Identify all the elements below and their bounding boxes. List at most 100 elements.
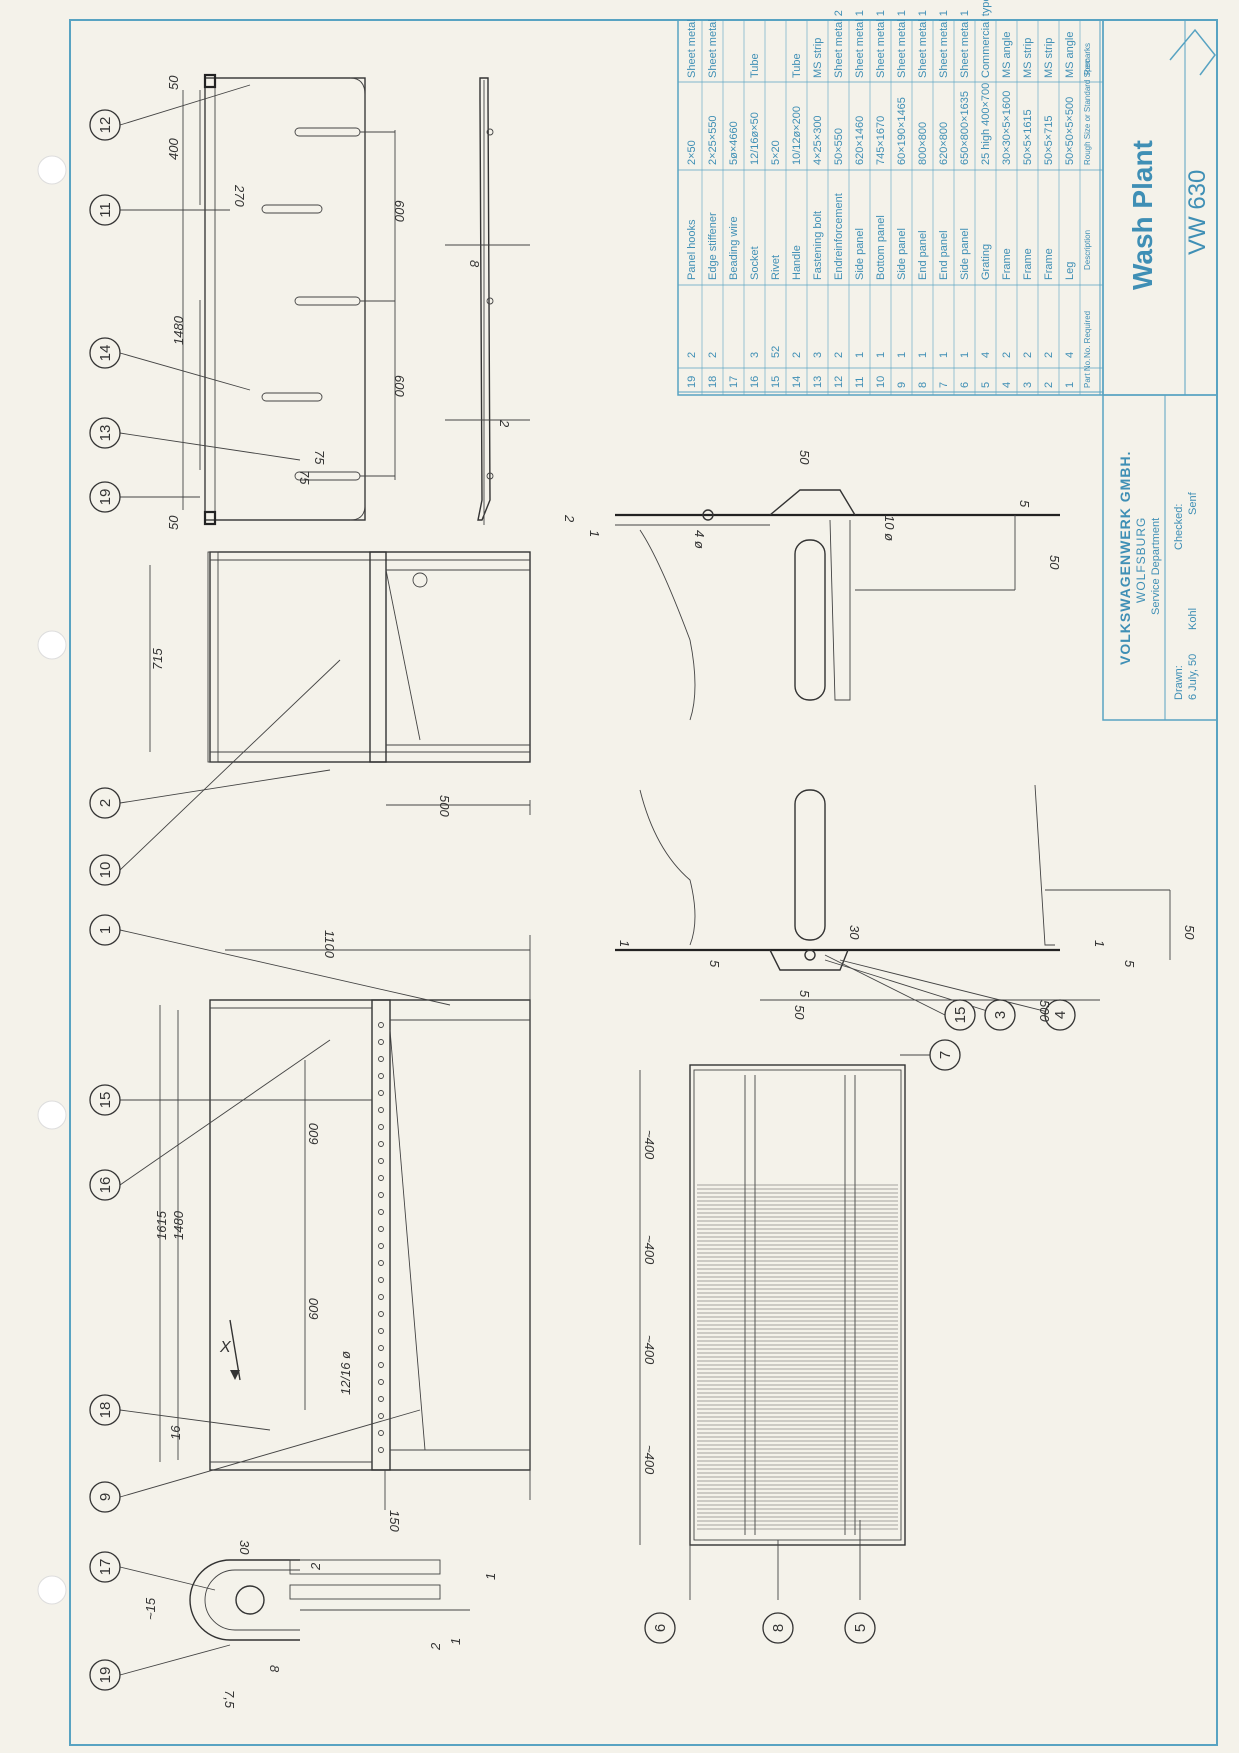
callout-top-label: 10 <box>97 862 114 879</box>
parts-cell-desc: Fastening bolt <box>812 211 824 280</box>
dim-1b: 1 <box>448 1638 463 1645</box>
dim-8b: 8 <box>267 1665 282 1673</box>
rivet <box>378 1362 384 1368</box>
dim-600d: 600 <box>392 375 407 397</box>
company-department: Service Department <box>1150 518 1162 615</box>
callout-bottom-label: 8 <box>770 1624 787 1632</box>
dim-5d: 5 <box>797 990 812 998</box>
rivet <box>378 1107 384 1113</box>
parts-cell-no: 7 <box>938 382 950 388</box>
parts-cell-desc: Rivet <box>770 255 782 280</box>
dim-600a: 600 <box>306 1123 321 1145</box>
parts-cell-no: 9 <box>896 382 908 388</box>
callout-top-circle <box>89 1659 121 1691</box>
parts-cell-qty: 2 <box>686 352 698 358</box>
header-part-no: Part No. <box>1083 359 1092 388</box>
parts-cell-no: 12 <box>833 376 845 388</box>
rivet <box>378 1447 384 1453</box>
dim-75b: 75 <box>312 450 327 465</box>
drawing-title: Wash Plant <box>1127 140 1158 290</box>
header-qty: No. Required <box>1083 311 1092 358</box>
punch-hole <box>37 155 67 185</box>
parts-cell-qty: 2 <box>1022 352 1034 358</box>
sheet-border <box>69 19 1218 1746</box>
parts-cell-rem: Sheet metal 1 <box>959 10 971 78</box>
parts-cell-qty: 2 <box>707 352 719 358</box>
callout-top-label: 17 <box>97 1559 114 1576</box>
rivet <box>378 1294 384 1300</box>
parts-cell-desc: Endreinforcement <box>833 193 845 280</box>
dim-600c: 600 <box>392 200 407 222</box>
parts-cell-qty: 1 <box>959 352 971 358</box>
rivet <box>378 1328 384 1334</box>
dim-4: 4 ø <box>692 530 707 549</box>
callout-bottom-circle <box>944 999 976 1031</box>
parts-cell-rem: Sheet metal 2 <box>833 10 845 78</box>
rivet <box>378 1396 384 1402</box>
callout-bottom-circle <box>1044 999 1076 1031</box>
rivet <box>378 1192 384 1198</box>
callout-top-label: 1 <box>97 926 114 934</box>
parts-cell-rem: MS angle <box>1001 32 1013 78</box>
parts-cell-size: 12/16ø×50 <box>749 112 761 165</box>
dim-50e: 50 <box>792 1005 807 1020</box>
parts-cell-desc: Frame <box>1043 248 1055 280</box>
dim-1e: 1 <box>1092 940 1107 947</box>
parts-cell-desc: Beading wire <box>728 216 740 280</box>
callout-top-circle <box>89 337 121 369</box>
callout-top-circle <box>89 481 121 513</box>
drawing-number: VW 630 <box>1184 170 1211 255</box>
punch-hole <box>37 1575 67 1605</box>
dim-600b: 600 <box>306 1298 321 1320</box>
parts-cell-rem: Sheet metal 1 <box>854 10 866 78</box>
header-size: Rough Size or Standard Spec <box>1083 59 1092 165</box>
dim-400c: ~400 <box>642 1335 657 1365</box>
dim-1a: 1 <box>483 1573 498 1580</box>
callout-bottom-label: 15 <box>952 1007 969 1024</box>
parts-cell-no: 11 <box>854 377 866 388</box>
callout-top-circle <box>89 854 121 886</box>
parts-cell-rem: Sheet metal 1 <box>938 10 950 78</box>
checked-by: Senf <box>1187 491 1199 515</box>
rivet <box>378 1175 384 1181</box>
company-name: VOLKSWAGENWERK GMBH. <box>1117 451 1133 665</box>
callout-top-label: 19 <box>97 1667 114 1684</box>
parts-cell-no: 5 <box>980 382 992 388</box>
parts-cell-qty: 1 <box>854 352 866 358</box>
parts-cell-qty: 2 <box>791 352 803 358</box>
callout-bottom-circle <box>844 1612 876 1644</box>
callout-bottom-circle <box>644 1612 676 1644</box>
header-description: Description <box>1083 230 1092 270</box>
parts-cell-size: 2×25×550 <box>707 115 719 165</box>
dim-2d: 2 <box>562 514 577 523</box>
callout-top-circle <box>89 109 121 141</box>
rivet <box>378 1277 384 1283</box>
dim-5b: 5 <box>1017 500 1032 508</box>
parts-cell-no: 3 <box>1022 382 1034 388</box>
parts-cell-qty: 3 <box>812 352 824 358</box>
parts-cell-qty: 52 <box>770 346 782 358</box>
side-view <box>159 935 531 1510</box>
title-block: VOLKSWAGENWERK GMBH. WOLFSBURG Service D… <box>1102 19 1218 721</box>
dim-75a: 75 <box>297 470 312 485</box>
parts-cell-qty: 1 <box>938 352 950 358</box>
front-view <box>149 551 531 815</box>
callout-top-label: 2 <box>97 799 114 807</box>
dim-30a: 30 <box>237 1540 252 1555</box>
rivet <box>378 1430 384 1436</box>
callout-top-circle <box>89 1481 121 1513</box>
parts-cell-rem: Sheet metal 1 <box>917 10 929 78</box>
checked-label: Checked: <box>1173 504 1185 550</box>
parts-cell-size: 10/12ø×200 <box>791 106 803 165</box>
callout-bottom-label: 6 <box>652 1624 669 1632</box>
callout-top-label: 15 <box>97 1092 114 1109</box>
parts-cell-no: 4 <box>1001 382 1013 388</box>
dim-400d: ~400 <box>642 1445 657 1475</box>
rivet <box>378 1379 384 1385</box>
parts-cell-no: 13 <box>812 376 824 388</box>
dim-715: 715 <box>150 648 165 670</box>
end-view <box>182 73 396 526</box>
parts-cell-rem: Tube <box>791 53 803 78</box>
